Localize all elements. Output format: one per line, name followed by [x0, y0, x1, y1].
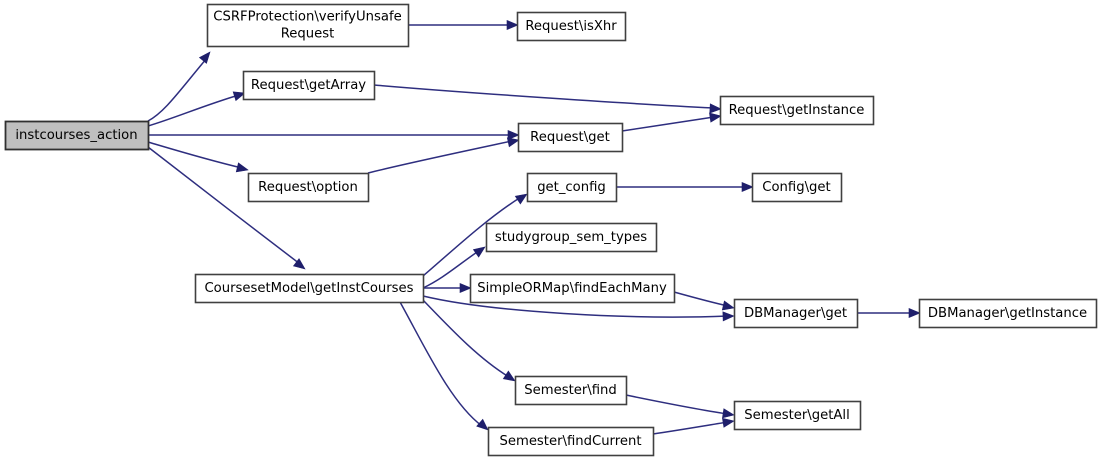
graph-node-request_getinstance[interactable]: Request\getInstance — [719, 95, 875, 126]
edge-instcourses_action-to-csrf_verify — [147, 51, 211, 122]
edge-line — [147, 141, 243, 169]
graph-node-get_config[interactable]: get_config — [526, 172, 618, 203]
edge-arrowhead — [721, 300, 735, 311]
edge-line — [422, 249, 481, 289]
graph-node-dbmanager_getinstance[interactable]: DBManager\getInstance — [918, 298, 1098, 329]
edge-arrowhead — [232, 91, 246, 102]
edge-arrowhead — [722, 311, 735, 322]
edge-layer — [147, 19, 921, 435]
node-box[interactable] — [751, 172, 843, 203]
edge-line — [673, 291, 729, 307]
edge-courseset_getinstcourses-to-get_config — [422, 193, 528, 277]
node-box[interactable] — [514, 375, 628, 406]
graph-node-config_get[interactable]: Config\get — [751, 172, 843, 203]
graph-node-courseset_getinstcourses[interactable]: CoursesetModel\getInstCourses — [194, 273, 425, 304]
edge-csrf_verify-to-request_isxhr — [408, 19, 519, 31]
node-box[interactable] — [487, 426, 655, 457]
graph-node-simpleormap_findeachmany[interactable]: SimpleORMap\findEachMany — [469, 273, 676, 304]
edge-line — [373, 84, 715, 109]
graph-node-semester_find[interactable]: Semester\find — [514, 375, 628, 406]
graph-node-semester_findcurrent[interactable]: Semester\findCurrent — [487, 426, 655, 457]
edge-request_getarray-to-request_getinstance — [373, 84, 722, 114]
edge-arrowhead — [709, 112, 722, 123]
edge-line — [367, 140, 513, 174]
edge-arrowhead — [506, 137, 520, 148]
node-box[interactable] — [469, 273, 676, 304]
graph-node-request_option[interactable]: Request\option — [247, 172, 370, 203]
edge-courseset_getinstcourses-to-semester_find — [422, 299, 516, 382]
edge-line — [147, 94, 240, 127]
edge-line — [147, 57, 208, 122]
edge-instcourses_action-to-courseset_getinstcourses — [147, 146, 306, 270]
node-box[interactable] — [485, 222, 658, 253]
graph-node-request_getarray[interactable]: Request\getArray — [242, 70, 376, 101]
edge-get_config-to-config_get — [616, 181, 754, 193]
edge-line — [399, 301, 483, 427]
graph-node-semester_getall[interactable]: Semester\getAll — [733, 400, 862, 431]
edge-courseset_getinstcourses-to-semester_findcurrent — [399, 301, 489, 431]
edge-arrowhead — [472, 246, 486, 258]
edge-arrowhead — [722, 417, 735, 428]
edge-arrowhead — [709, 103, 722, 114]
node-box[interactable] — [4, 120, 150, 151]
edge-line — [652, 421, 729, 435]
edge-instcourses_action-to-request_option — [147, 141, 249, 173]
edge-arrowhead — [908, 307, 921, 319]
edge-courseset_getinstcourses-to-simpleormap_findeachmany — [423, 282, 472, 294]
node-box[interactable] — [194, 273, 425, 304]
edge-arrowhead — [507, 129, 520, 141]
edge-request_option-to-request_get — [367, 137, 520, 174]
edge-dbmanager_get-to-dbmanager_getinstance — [857, 307, 921, 319]
node-box[interactable] — [918, 298, 1098, 329]
edge-request_get-to-request_getinstance — [621, 112, 722, 132]
node-box[interactable] — [206, 3, 410, 48]
node-box[interactable] — [719, 95, 875, 126]
edge-arrowhead — [198, 51, 211, 64]
graph-node-instcourses_action[interactable]: instcourses_action — [4, 120, 150, 151]
node-box[interactable] — [247, 172, 370, 203]
edge-line — [422, 295, 729, 318]
edge-line — [621, 116, 715, 132]
edge-semester_findcurrent-to-semester_getall — [652, 417, 735, 435]
edge-courseset_getinstcourses-to-dbmanager_get — [422, 295, 735, 322]
edge-arrowhead — [235, 162, 249, 173]
edge-line — [422, 196, 522, 277]
edge-arrowhead — [514, 193, 528, 205]
graph-node-request_get[interactable]: Request\get — [517, 122, 624, 153]
graph-node-dbmanager_get[interactable]: DBManager\get — [733, 298, 859, 329]
edge-semester_find-to-semester_getall — [625, 394, 735, 419]
edge-line — [625, 394, 729, 415]
graph-node-request_isxhr[interactable]: Request\isXhr — [516, 11, 627, 42]
node-box[interactable] — [526, 172, 618, 203]
node-layer: instcourses_action CSRFProtection\verifyU… — [4, 3, 1098, 457]
node-box[interactable] — [517, 122, 624, 153]
edge-arrowhead — [476, 418, 489, 431]
node-box[interactable] — [516, 11, 627, 42]
edge-instcourses_action-to-request_getarray — [147, 91, 246, 127]
node-box[interactable] — [733, 400, 862, 431]
edge-courseset_getinstcourses-to-studygroup_sem_types — [422, 246, 486, 289]
edge-arrowhead — [292, 258, 306, 270]
node-box[interactable] — [242, 70, 376, 101]
edge-arrowhead — [506, 19, 519, 31]
edge-instcourses_action-to-request_get — [148, 129, 520, 141]
edge-arrowhead — [459, 282, 472, 294]
edge-simpleormap_findeachmany-to-dbmanager_get — [673, 291, 735, 311]
edge-line — [147, 146, 301, 265]
edge-line — [422, 299, 510, 378]
node-box[interactable] — [733, 298, 859, 329]
graph-node-studygroup_sem_types[interactable]: studygroup_sem_types — [485, 222, 658, 253]
edge-arrowhead — [741, 181, 754, 193]
edge-arrowhead — [722, 408, 735, 419]
edge-arrowhead — [502, 370, 516, 382]
